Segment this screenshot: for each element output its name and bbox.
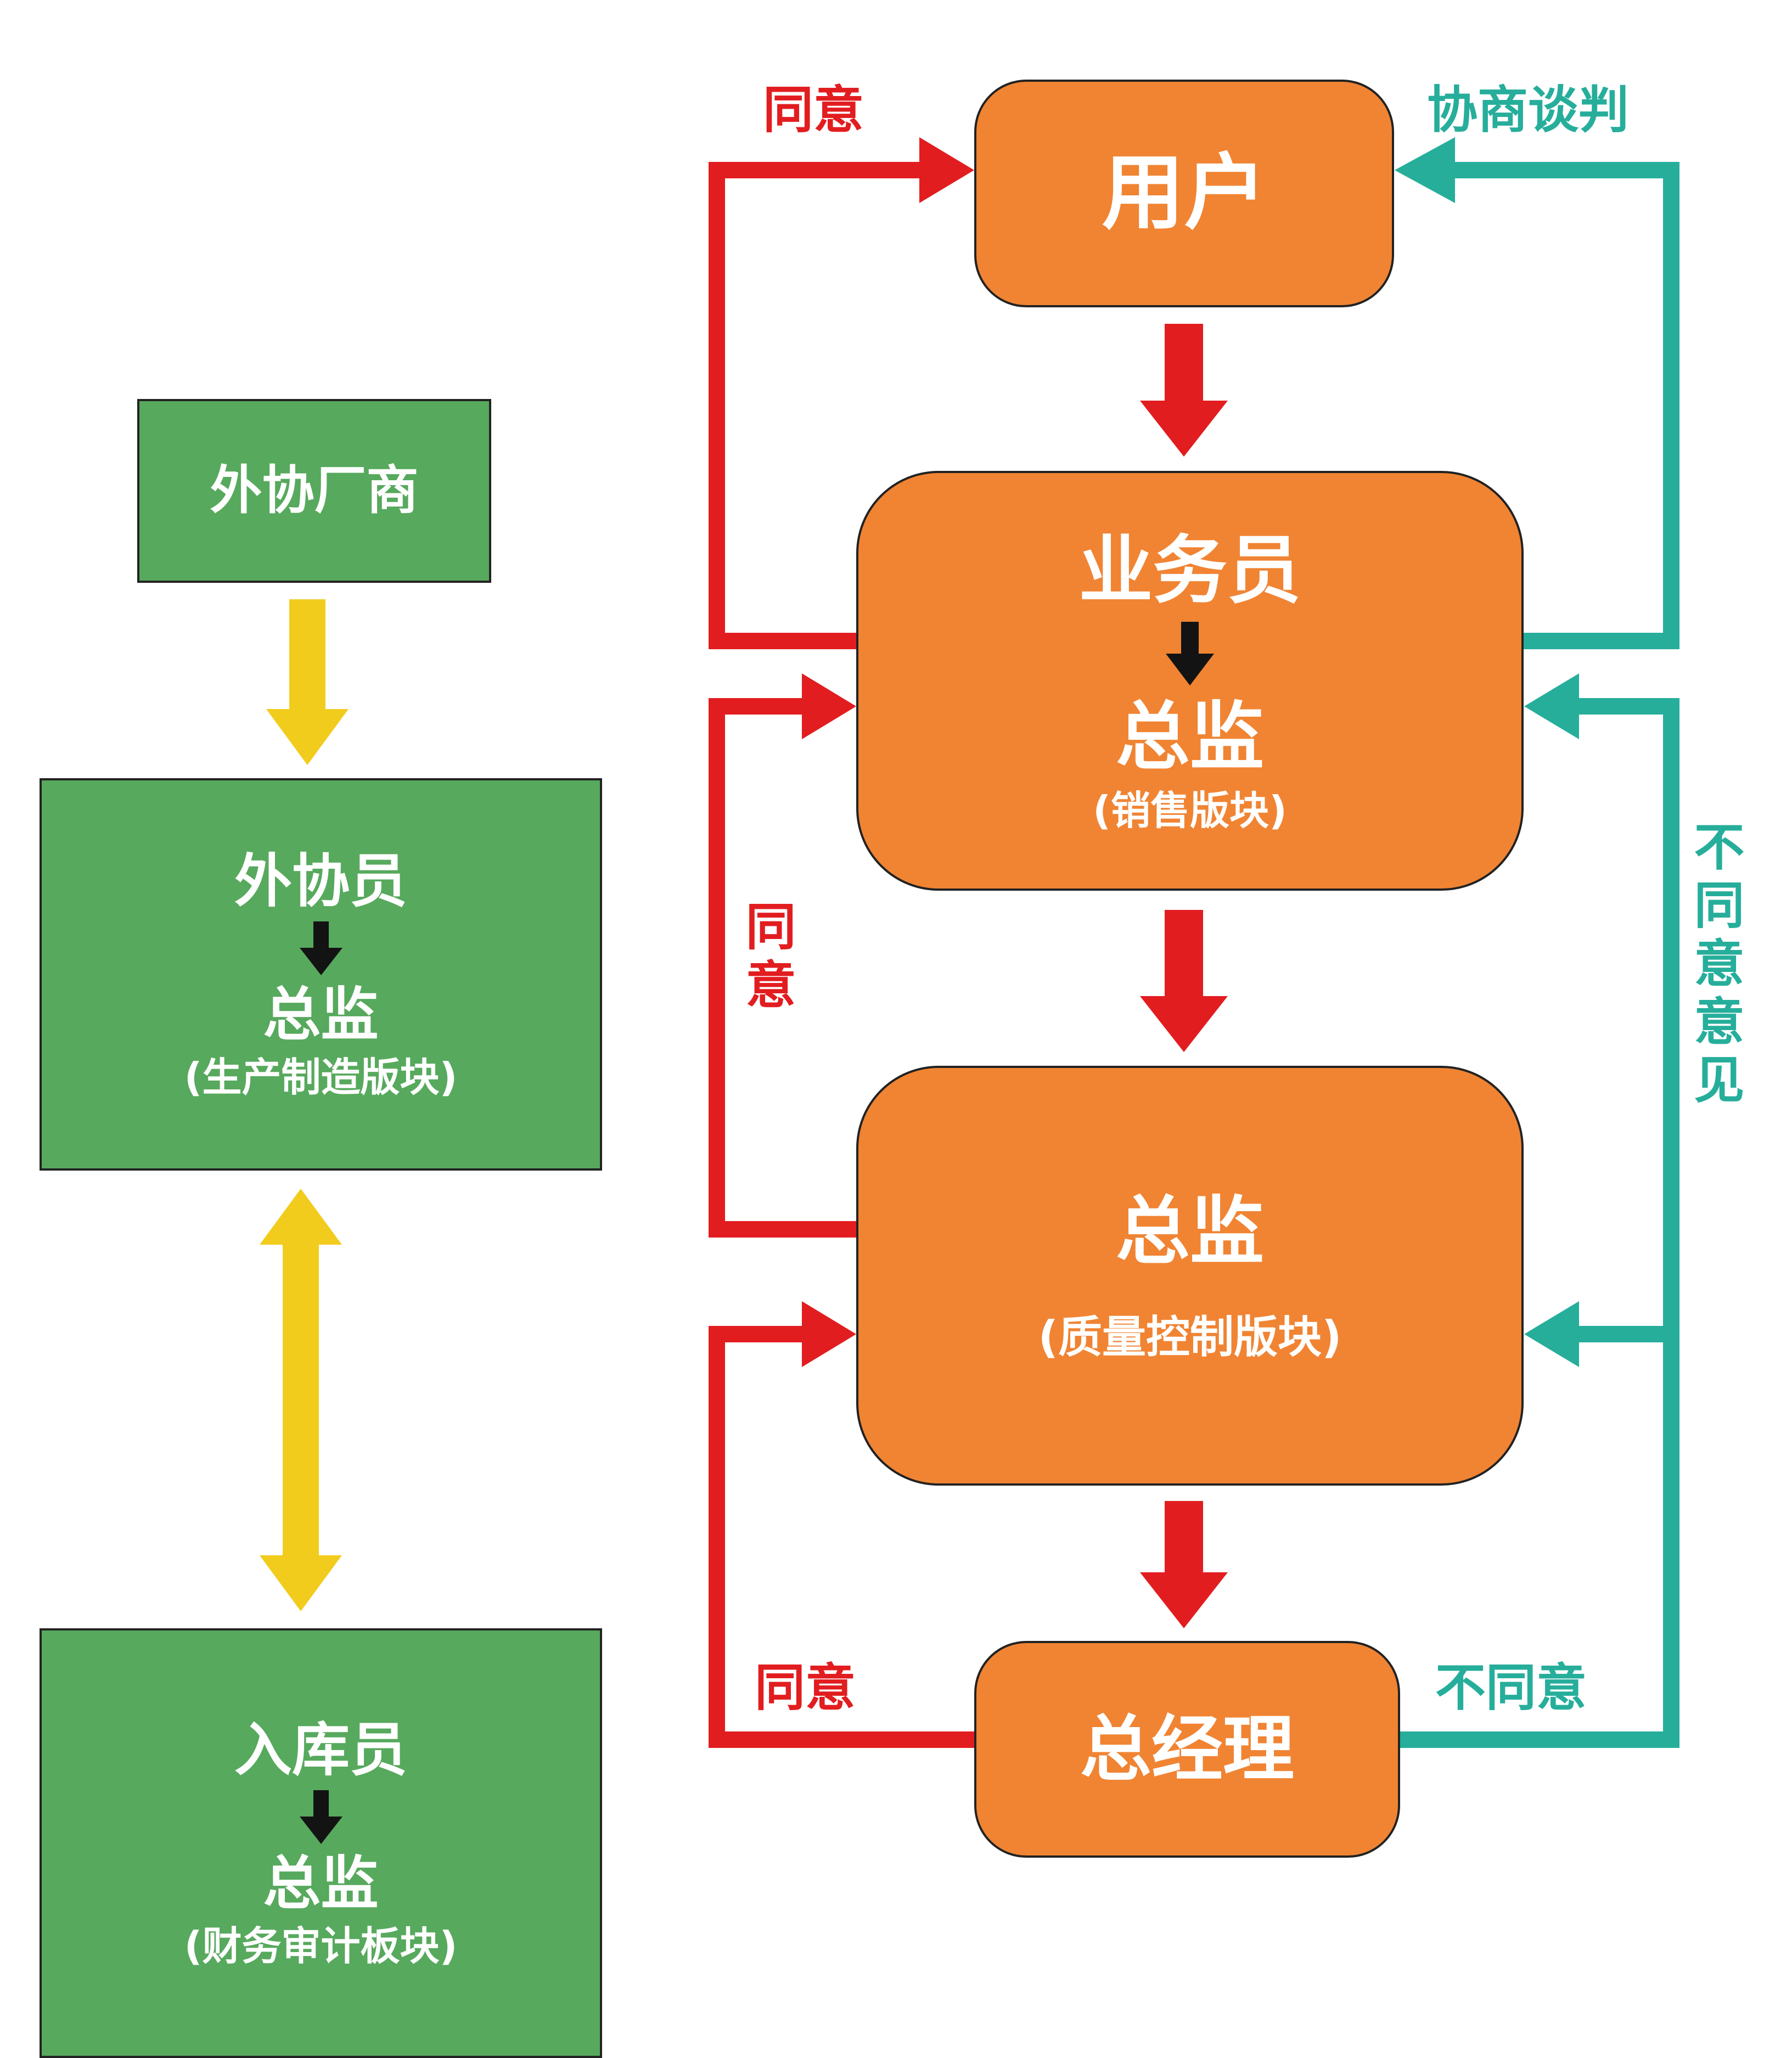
flow-arrow-user-to-sales <box>1140 324 1228 457</box>
sales-director-label: 总监 <box>1116 694 1264 780</box>
down-arrow-icon <box>300 921 342 975</box>
sales-role-label: 业务员 <box>1078 527 1301 614</box>
label-agree-mid: 同意 <box>737 900 796 1016</box>
label-negotiate: 协商谈判 <box>1427 81 1630 139</box>
flow-arrow-vendor-to-production <box>266 599 349 765</box>
node-user: 用户 <box>974 80 1394 307</box>
node-user-label: 用户 <box>1102 145 1267 241</box>
production-director-label: 总监 <box>263 981 379 1049</box>
warehouse-section-label: (财务审计板块) <box>184 1922 458 1969</box>
node-external-vendor: 外协厂商 <box>137 399 491 583</box>
sales-section-label: (销售版块) <box>1093 788 1287 834</box>
node-sales-director: 业务员 总监 (销售版块) <box>856 471 1524 891</box>
label-agree-top: 同意 <box>763 81 864 139</box>
label-disagree-opinion: 不同意意见 <box>1686 820 1744 1111</box>
flow-arrow-quality-to-gm <box>1140 1501 1228 1628</box>
node-production-director: 外协员 总监 (生产制造版块) <box>40 778 602 1171</box>
vendor-label: 外协厂商 <box>210 460 419 521</box>
general-manager-label: 总经理 <box>1080 1707 1294 1791</box>
warehouse-director-label: 总监 <box>263 1850 379 1918</box>
node-general-manager: 总经理 <box>974 1641 1400 1858</box>
production-role-label: 外协员 <box>234 848 407 915</box>
flow-arrow-sales-to-quality <box>1140 910 1228 1052</box>
warehouse-role-label: 入库员 <box>234 1717 407 1784</box>
quality-section-label: (质量控制版块) <box>1038 1312 1342 1363</box>
label-disagree: 不同意 <box>1435 1658 1587 1717</box>
node-quality-director: 总监 (质量控制版块) <box>856 1066 1524 1486</box>
node-warehouse-director: 入库员 总监 (财务审计板块) <box>40 1628 602 2058</box>
down-arrow-icon <box>1166 622 1214 685</box>
down-arrow-icon <box>300 1790 342 1844</box>
quality-director-label: 总监 <box>1116 1188 1264 1274</box>
label-agree-bottom: 同意 <box>755 1658 856 1717</box>
flow-arrow-production-warehouse-bidirectional <box>260 1189 342 1611</box>
production-section-label: (生产制造版块) <box>184 1054 458 1100</box>
